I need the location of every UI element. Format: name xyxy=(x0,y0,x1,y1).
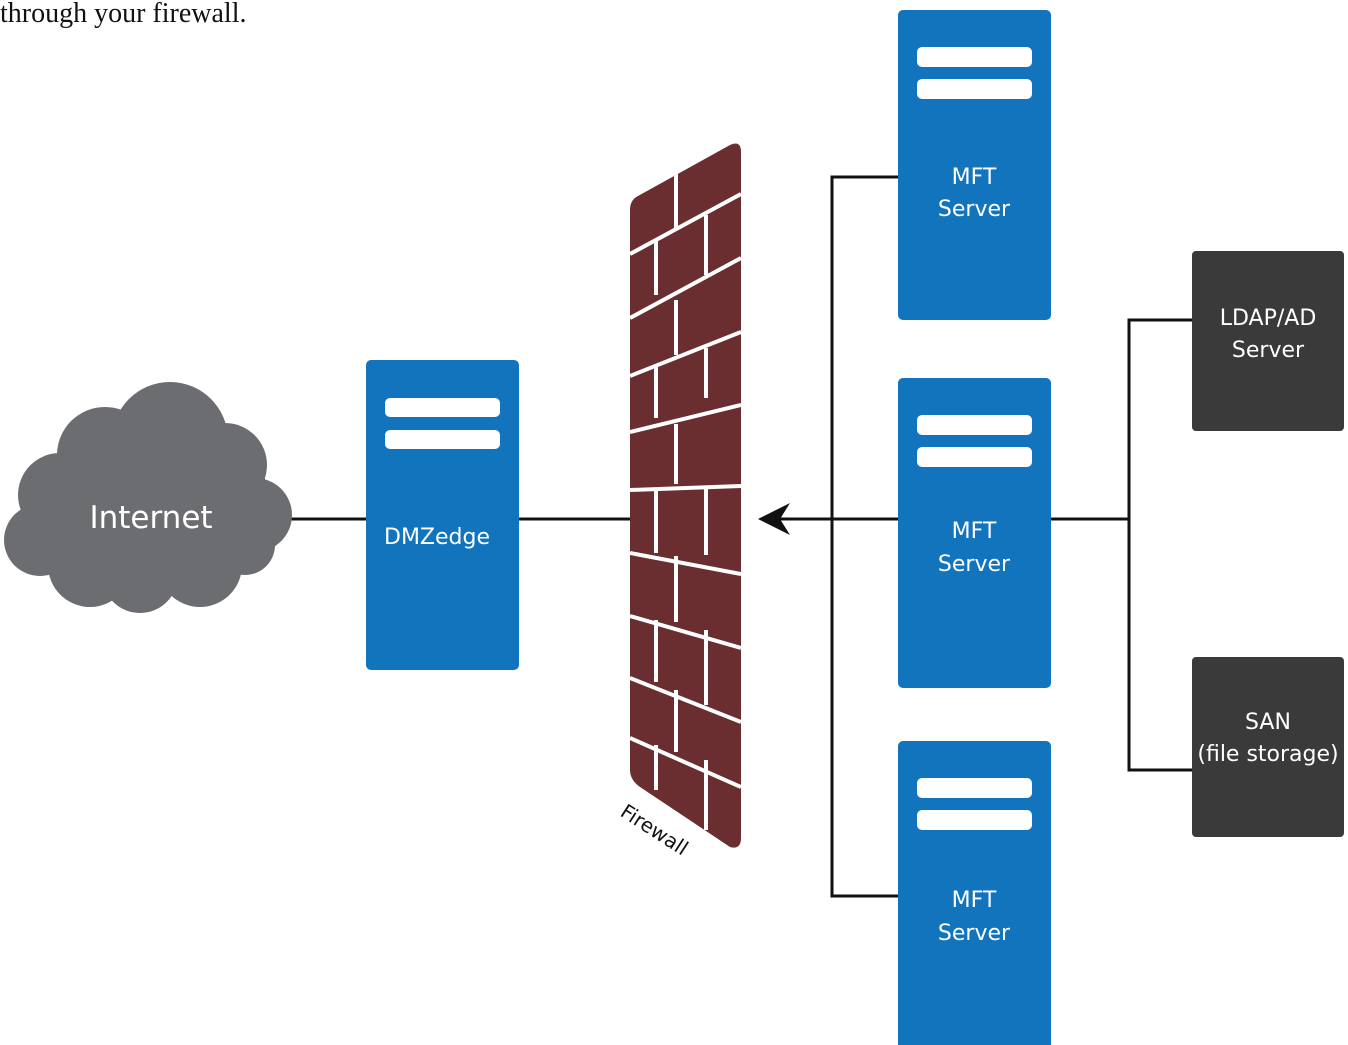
mft-server-middle-label-line1: MFT xyxy=(952,519,997,544)
mft-server-top: MFT Server xyxy=(898,10,1051,320)
mft-server-top-label-line2: Server xyxy=(938,197,1011,222)
intro-text: through your firewall. xyxy=(0,0,247,29)
mft-server-middle: MFT Server xyxy=(898,378,1051,688)
internet-label: Internet xyxy=(89,500,212,536)
ldap-label-line2: Server xyxy=(1232,338,1305,363)
backend-bracket xyxy=(1127,318,1193,772)
ldap-ad-server: LDAP/AD Server xyxy=(1192,251,1344,431)
mft-server-bottom: MFT Server xyxy=(898,741,1051,1045)
dmzedge-server: DMZedge xyxy=(366,360,519,670)
san-label-line2: (file storage) xyxy=(1197,742,1338,767)
ldap-label-line1: LDAP/AD xyxy=(1220,306,1317,331)
firewall-wall: Firewall xyxy=(616,143,741,860)
mft-cluster-bracket xyxy=(830,175,898,898)
arrowhead-icon xyxy=(758,503,790,535)
internet-cloud xyxy=(4,382,292,613)
mft-server-top-label-line1: MFT xyxy=(952,165,997,190)
mft-server-middle-label-line2: Server xyxy=(938,552,1011,577)
mft-server-bottom-label-line1: MFT xyxy=(952,888,997,913)
san-storage: SAN (file storage) xyxy=(1192,657,1344,837)
san-label-line1: SAN xyxy=(1245,710,1291,735)
mft-server-bottom-label-line2: Server xyxy=(938,921,1011,946)
dmzedge-label: DMZedge xyxy=(384,525,490,550)
